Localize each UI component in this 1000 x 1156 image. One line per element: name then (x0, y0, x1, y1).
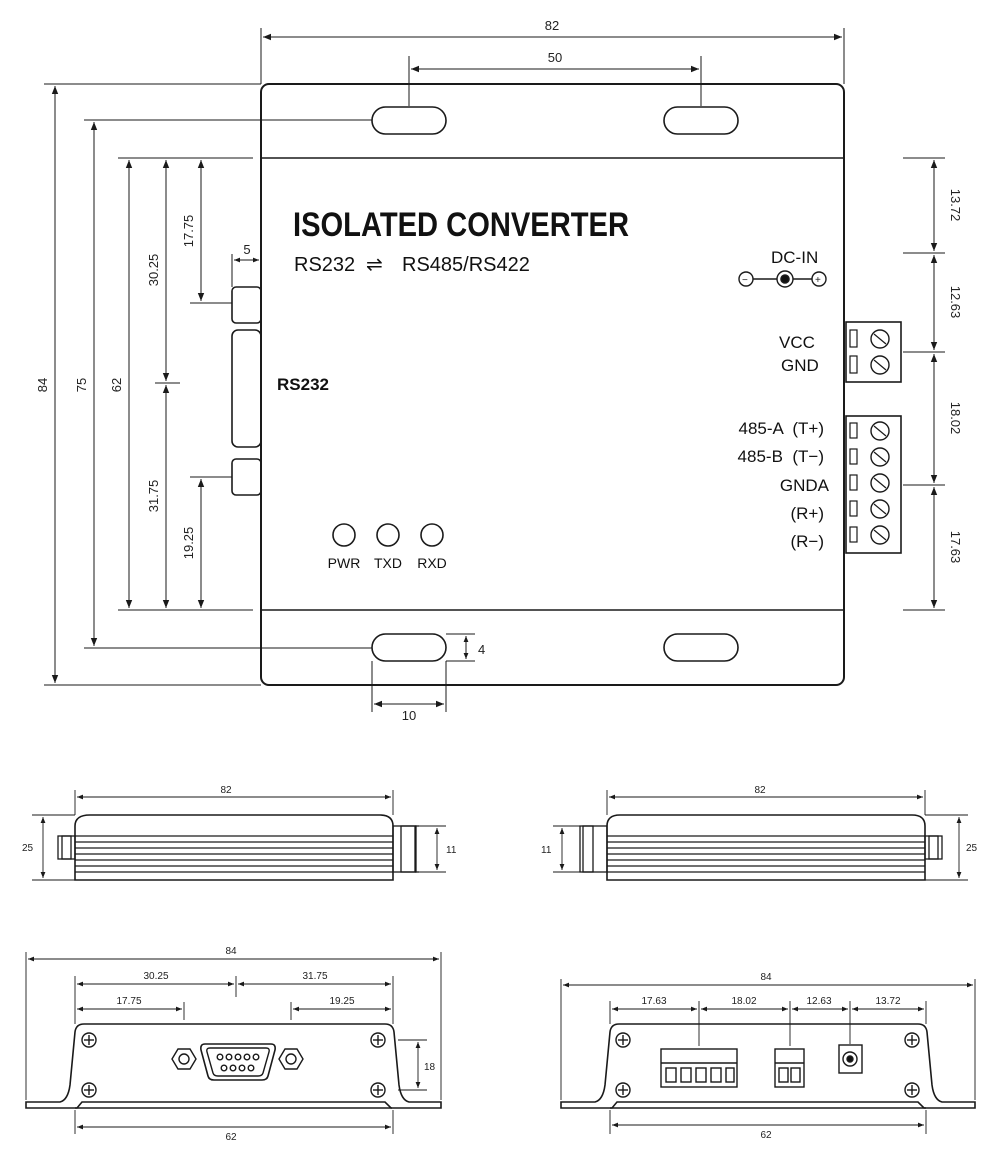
power-terminal-block (845, 321, 902, 383)
screw-icon (904, 1082, 920, 1098)
terminal-gnd: GND (781, 356, 819, 375)
screw-icon (615, 1032, 631, 1048)
screw-icon (904, 1032, 920, 1048)
side-right-height: 25 (966, 843, 978, 854)
screw-icon (370, 1082, 386, 1098)
screw-icon (81, 1032, 97, 1048)
end-left-height: 18 (424, 1062, 436, 1073)
dim-overall-height: 84 (35, 378, 50, 392)
end-left-dimensions (25, 952, 442, 1134)
end-right-c: 12.63 (806, 996, 831, 1007)
led-pwr-icon (332, 523, 356, 547)
led-pwr-label: PWR (328, 555, 361, 571)
terminal-485b: 485-B (T−) (738, 447, 824, 466)
side-right-width: 82 (754, 785, 766, 796)
rs232-port-label: RS232 (277, 375, 329, 394)
led-rxd-label: RXD (417, 555, 447, 571)
dim-hole-height: 75 (74, 378, 89, 392)
plus-sign: + (815, 275, 821, 286)
product-title: ISOLATED CONVERTER (293, 206, 629, 244)
dim-port-depth: 5 (243, 242, 250, 257)
terminal-screw-icon (870, 355, 890, 375)
terminal-rminus: (R−) (790, 532, 824, 551)
db9-shell (231, 329, 262, 448)
led-txd-label: TXD (374, 555, 402, 571)
dim-overall-width: 82 (545, 18, 559, 33)
dim-right-d: 17.63 (948, 531, 963, 564)
end-left-a: 30.25 (143, 971, 168, 982)
end-left-bottom: 62 (225, 1132, 237, 1143)
minus-sign: − (742, 275, 748, 286)
terminal-vcc: VCC (779, 333, 815, 352)
dim-lower-offset: 31.75 (146, 480, 161, 513)
end-right-b: 18.02 (731, 996, 756, 1007)
dim-upper-offset: 30.25 (146, 254, 161, 287)
standoff-hex-icon (171, 1048, 197, 1070)
dim-slot-height: 4 (478, 642, 485, 657)
side-left-height: 25 (22, 843, 34, 854)
led-rxd-icon (420, 523, 444, 547)
db9-connector-icon (200, 1043, 276, 1081)
top-view-dimensions (44, 28, 945, 712)
screw-icon (615, 1082, 631, 1098)
dc-in-label: DC-IN (771, 248, 818, 267)
end-left-d: 19.25 (329, 996, 354, 1007)
converter-body (260, 83, 845, 686)
mounting-slot (371, 633, 447, 662)
side-view-right (579, 814, 943, 881)
dim-slot-width: 10 (402, 708, 416, 723)
side-right-dimensions (553, 790, 968, 881)
dim-right-c: 18.02 (948, 402, 963, 435)
signal-terminal-block (845, 415, 902, 554)
terminal-485a: 485-A (T+) (738, 419, 824, 438)
dim-hole-spacing: 50 (548, 50, 562, 65)
end-left-c: 17.75 (116, 996, 141, 1007)
end-left-b: 31.75 (302, 971, 327, 982)
end-right-d: 13.72 (875, 996, 900, 1007)
side-connector (582, 825, 608, 873)
side-view-left (57, 814, 419, 881)
end-left-overall: 84 (225, 946, 237, 957)
dim-body-height: 62 (109, 378, 124, 392)
mounting-slot (371, 106, 447, 135)
standoff-hex-icon (278, 1048, 304, 1070)
terminal-rplus: (R+) (790, 504, 824, 523)
dim-right-b: 12.63 (948, 286, 963, 319)
signal-terminal-screws (849, 421, 890, 545)
end-right-dimensions (560, 979, 976, 1134)
side-left-connector: 11 (446, 845, 457, 856)
dim-upper-port: 17.75 (181, 215, 196, 248)
screw-icon (370, 1032, 386, 1048)
mounting-slot (663, 106, 739, 135)
dim-lower-port: 19.25 (181, 527, 196, 560)
end-right-a: 17.63 (641, 996, 666, 1007)
terminal-gnda: GNDA (780, 476, 830, 495)
mounting-slot (663, 633, 739, 662)
signal-terminal-end (660, 1048, 738, 1088)
end-view-right (560, 1023, 976, 1109)
side-left-dimensions (32, 790, 446, 881)
terminal-screw-icon (870, 329, 890, 349)
subtitle-left: RS232 (294, 254, 355, 276)
power-terminal-end (774, 1048, 805, 1088)
subtitle-arrow: ⇌ (366, 254, 383, 276)
screw-icon (81, 1082, 97, 1098)
led-txd-icon (376, 523, 400, 547)
end-right-bottom: 62 (760, 1130, 772, 1141)
side-connector (392, 825, 416, 873)
end-view-left (25, 1023, 442, 1109)
side-right-connector: 11 (541, 845, 552, 856)
db9-screw-upper (231, 286, 262, 324)
end-right-overall: 84 (760, 972, 772, 983)
top-view (231, 83, 902, 686)
db9-screw-lower (231, 458, 262, 496)
dim-right-a: 13.72 (948, 189, 963, 222)
dc-jack-icon (838, 1044, 863, 1074)
side-left-width: 82 (220, 785, 232, 796)
subtitle-right: RS485/RS422 (402, 254, 530, 276)
